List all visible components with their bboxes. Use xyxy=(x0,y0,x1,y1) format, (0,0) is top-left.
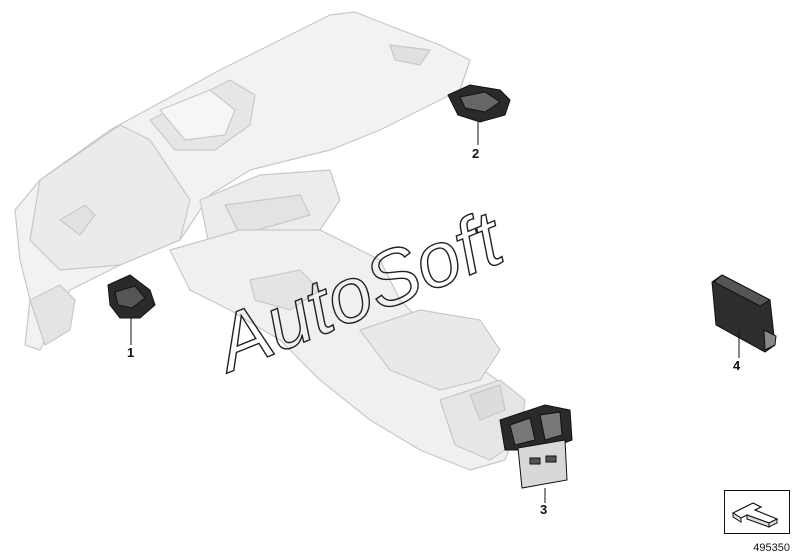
callout-1[interactable]: 1 xyxy=(127,345,135,360)
callout-4[interactable]: 4 xyxy=(733,358,741,373)
dashboard-outline xyxy=(14,11,471,351)
part-3-rear-console-vent[interactable] xyxy=(499,404,573,489)
diagram-number: 495350 xyxy=(753,542,790,554)
center-console-outline xyxy=(169,169,526,471)
parts-arrow-icon xyxy=(724,490,790,534)
part-2-right-vent[interactable] xyxy=(447,84,511,123)
part-4-control-module[interactable] xyxy=(711,274,777,353)
callout-3[interactable]: 3 xyxy=(540,502,548,517)
arrow-shape-icon xyxy=(731,502,779,528)
part-1-left-vent[interactable] xyxy=(107,274,156,319)
leader-lines xyxy=(130,122,740,503)
callout-2[interactable]: 2 xyxy=(472,146,480,161)
